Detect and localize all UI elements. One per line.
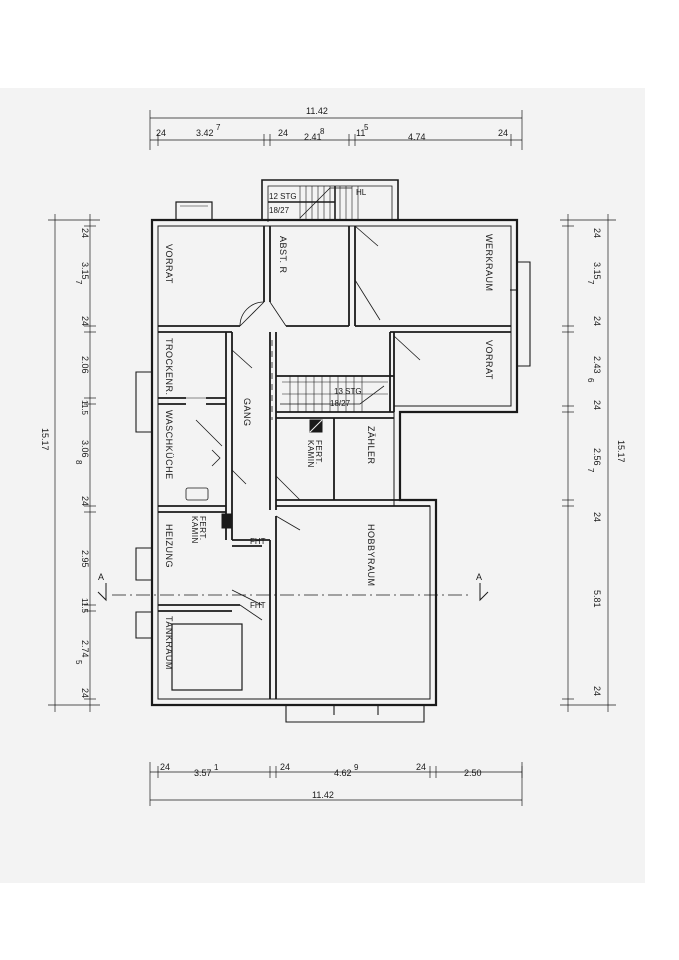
stair-hl: HL (356, 188, 367, 197)
dim-right-s7: 24 (592, 512, 602, 522)
dim-left-s6-sup: 8 (74, 460, 83, 465)
dim-top-seg4-sup: 8 (320, 127, 325, 136)
dim-left-s2: 3.15 (80, 262, 90, 280)
dim-right-s6-sup: 7 (586, 468, 595, 473)
dim-left-s9: 11.5 (80, 598, 89, 614)
room-fert-kamin-1: FERT. (198, 516, 207, 541)
dim-top-seg5-sup: 5 (364, 123, 369, 132)
dim-left-s10: 2.74 (80, 640, 90, 658)
tank (171, 623, 243, 691)
dim-right-s3: 24 (592, 316, 602, 326)
section-marker-left: A (98, 572, 104, 582)
dim-top-seg2: 3.42 (196, 128, 214, 138)
room-kamin-2: KAMIN (306, 440, 315, 468)
room-vorrat-right: VORRAT (484, 340, 494, 380)
dim-bottom-seg4: 4.62 (334, 768, 352, 778)
room-waschkueche: WASCHKÜCHE (164, 410, 174, 480)
dim-right-s4-sup: 6 (586, 378, 595, 383)
room-heizung: HEIZUNG (164, 524, 174, 568)
room-werkraum: WERKRAUM (484, 234, 494, 292)
dim-left-s1: 24 (80, 228, 90, 238)
dim-left-s11: 24 (80, 688, 90, 698)
dim-right-s6: 2.56 (592, 448, 602, 466)
dim-top-seg7: 24 (498, 128, 508, 138)
room-trockenr: TROCKENR. (164, 338, 174, 396)
dim-left-overall: 15.17 (40, 428, 50, 451)
section-arrow-left (97, 583, 107, 602)
dim-top-seg3: 24 (278, 128, 288, 138)
right-windows (510, 261, 531, 367)
dim-right-s2-sup: 7 (586, 280, 595, 285)
interior-walls (158, 226, 511, 699)
dim-top-seg5: 11 (356, 128, 365, 138)
dim-top-seg2-sup: 7 (216, 123, 221, 132)
dim-top-overall: 11.42 (306, 106, 328, 116)
lower-stair-ratio: 18/27 (330, 399, 351, 408)
dim-bottom-seg4-sup: 9 (354, 763, 359, 772)
dim-right-overall: 15.17 (616, 440, 626, 463)
lower-stair-treads (280, 376, 388, 412)
top-left-window (175, 201, 213, 220)
dim-left-s2-sup: 7 (74, 280, 83, 285)
section-arrow-right (479, 583, 489, 602)
dim-left-s10-sup: 5 (74, 660, 83, 665)
dim-bottom-seg6: 2.50 (464, 768, 482, 778)
dim-left-s6: 3.06 (80, 440, 90, 458)
dim-top-seg4: 2.41 (304, 132, 322, 142)
dim-left-s4: 2.06 (80, 356, 90, 374)
chimney-1 (221, 513, 233, 529)
dim-top-seg6: 4.74 (408, 132, 426, 142)
room-gang: GANG (242, 398, 252, 427)
room-hobbyraum: HOBBYRAUM (366, 524, 376, 587)
dim-bottom-overall: 11.42 (312, 790, 334, 800)
left-windows (135, 371, 152, 639)
room-kamin-1: KAMIN (190, 516, 199, 544)
lower-stair-label: 13 STG (334, 387, 362, 396)
fire-door-1: FHT (250, 537, 266, 546)
upper-stair-ratio: 18/27 (269, 206, 290, 215)
dim-right-s4: 2.43 (592, 356, 602, 374)
room-zaehler: ZÄHLER (366, 426, 376, 465)
section-marker-right: A (476, 572, 482, 582)
dim-right-s1: 24 (592, 228, 602, 238)
dim-bottom-seg5: 24 (416, 762, 426, 772)
fire-door-2: FHT (250, 601, 266, 610)
dim-left-s7: 24 (80, 496, 90, 506)
dim-right-s5: 24 (592, 400, 602, 410)
dim-right-s2: 3.15 (592, 262, 602, 280)
dim-bottom-seg3: 24 (280, 762, 290, 772)
room-tankraum: TANKRAUM (164, 616, 174, 670)
dim-right-s8: 5.81 (592, 590, 602, 608)
dim-bottom-seg1: 24 (160, 762, 170, 772)
dim-left-s5: 11.5 (80, 400, 89, 416)
room-vorrat-left: VORRAT (164, 244, 174, 284)
door-swings (186, 225, 421, 621)
room-fert-kamin-2: FERT. (314, 440, 323, 465)
upper-stair-label: 12 STG (269, 192, 297, 201)
bottom-window (285, 705, 425, 723)
dim-left-s3: 24 (80, 316, 90, 326)
room-abst-r: ABST. R (278, 236, 288, 274)
washbasin (185, 487, 209, 501)
upper-stair-treads (299, 186, 359, 220)
dim-top-seg1: 24 (156, 128, 166, 138)
dim-lines (48, 110, 616, 806)
dim-bottom-seg2: 3.57 (194, 768, 212, 778)
dim-right-s9: 24 (592, 686, 602, 696)
dim-left-s8: 2.95 (80, 550, 90, 568)
dim-bottom-seg2-sup: 1 (214, 763, 219, 772)
